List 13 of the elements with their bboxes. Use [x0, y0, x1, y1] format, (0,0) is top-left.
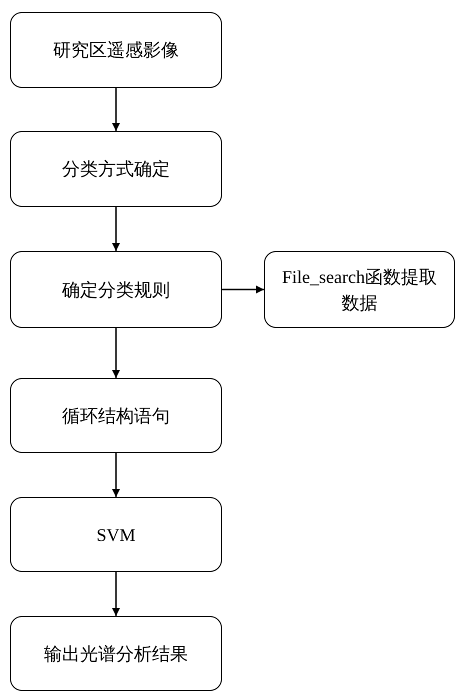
arrow: [112, 207, 120, 251]
process-box: 研究区遥感影像: [10, 12, 222, 88]
process-box: 确定分类规则: [10, 251, 222, 328]
process-box: 分类方式确定: [10, 131, 222, 207]
arrow: [112, 328, 120, 378]
process-box: File_search函数提取数据: [264, 251, 455, 328]
process-box: 循环结构语句: [10, 378, 222, 453]
process-box: 输出光谱分析结果: [10, 616, 222, 691]
arrow: [222, 286, 264, 294]
arrow: [112, 572, 120, 616]
arrow: [112, 88, 120, 131]
process-box: SVM: [10, 497, 222, 572]
arrow: [112, 453, 120, 497]
